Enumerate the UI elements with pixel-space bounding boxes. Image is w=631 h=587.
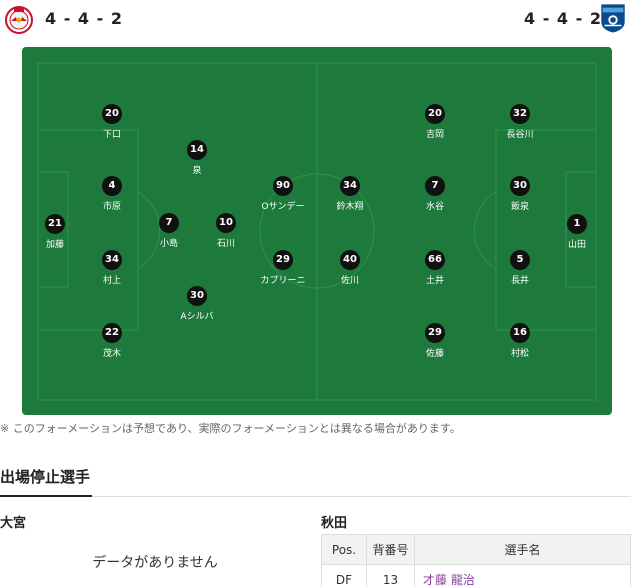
formation-pitch: 21 加藤 20 下口 4 市原 34 村上 22 茂木 14 泉 7 小島 1… bbox=[22, 47, 612, 415]
player-number: 10 bbox=[216, 213, 236, 233]
section-divider-accent bbox=[0, 495, 92, 497]
home-player[interactable]: 34 村上 bbox=[72, 250, 152, 286]
away-player[interactable]: 7 水谷 bbox=[395, 176, 475, 212]
suspension-section-title: 出場停止選手 bbox=[0, 468, 91, 486]
pitch-lines bbox=[37, 62, 597, 401]
player-name: Aシルバ bbox=[180, 312, 214, 322]
home-player[interactable]: 7 小島 bbox=[129, 213, 209, 249]
player-name: 村松 bbox=[510, 349, 529, 359]
player-number: 90 bbox=[273, 176, 293, 196]
player-number: 22 bbox=[102, 323, 122, 343]
away-team-name: 秋田 bbox=[321, 516, 348, 531]
player-number: 29 bbox=[273, 250, 293, 270]
home-player[interactable]: 4 市原 bbox=[72, 176, 152, 212]
away-player[interactable]: 16 村松 bbox=[480, 323, 560, 359]
player-name: 吉岡 bbox=[425, 130, 444, 140]
away-player[interactable]: 5 長井 bbox=[480, 250, 560, 286]
rb-omiya-crest-icon[interactable] bbox=[4, 4, 34, 34]
player-name: カプリーニ bbox=[260, 276, 306, 286]
away-player[interactable]: 20 吉岡 bbox=[395, 104, 475, 140]
home-player[interactable]: 14 泉 bbox=[157, 140, 237, 176]
blaublitz-akita-crest-icon[interactable] bbox=[598, 3, 628, 33]
player-number: 4 bbox=[102, 176, 122, 196]
player-name: 土井 bbox=[425, 276, 444, 286]
home-formation-label: 4 - 4 - 2 bbox=[45, 9, 122, 28]
formation-header: 4 - 4 - 2 4 - 4 - 2 bbox=[0, 0, 631, 40]
home-player[interactable]: 29 カプリーニ bbox=[243, 250, 323, 286]
player-number: 29 bbox=[425, 323, 445, 343]
player-name: Oサンデー bbox=[261, 202, 305, 212]
player-number: 5 bbox=[510, 250, 530, 270]
player-number: 20 bbox=[425, 104, 445, 124]
cell-number: 13 bbox=[366, 564, 415, 587]
player-name: 山田 bbox=[567, 240, 586, 250]
column-header-player-name: 選手名 bbox=[414, 534, 631, 565]
player-name: 鈴木翔 bbox=[336, 202, 364, 212]
player-number: 21 bbox=[45, 214, 65, 234]
player-number: 1 bbox=[567, 214, 587, 234]
player-number: 30 bbox=[187, 286, 207, 306]
player-name: 水谷 bbox=[425, 202, 444, 212]
player-name: 下口 bbox=[102, 130, 121, 140]
suspension-table: Pos. 背番号 選手名 DF 13 才藤 龍治 bbox=[321, 534, 631, 587]
player-number: 7 bbox=[159, 213, 179, 233]
home-player[interactable]: 21 加藤 bbox=[15, 214, 95, 250]
player-number: 66 bbox=[425, 250, 445, 270]
away-player[interactable]: 40 佐川 bbox=[310, 250, 390, 286]
formation-disclaimer: ※ このフォーメーションは予想であり、実際のフォーメーションとは異なる場合があり… bbox=[0, 422, 461, 435]
player-name: 佐藤 bbox=[425, 349, 444, 359]
player-number: 20 bbox=[102, 104, 122, 124]
player-name: 石川 bbox=[216, 239, 235, 249]
player-name: 飯泉 bbox=[510, 202, 529, 212]
player-name: 茂木 bbox=[102, 349, 121, 359]
no-data-message: データがありません bbox=[92, 555, 218, 571]
table-row: DF 13 才藤 龍治 bbox=[321, 564, 631, 587]
column-header-number: 背番号 bbox=[366, 534, 415, 565]
column-header-pos: Pos. bbox=[321, 534, 367, 565]
player-name-link[interactable]: 才藤 龍治 bbox=[414, 564, 631, 587]
away-player[interactable]: 66 土井 bbox=[395, 250, 475, 286]
player-number: 34 bbox=[102, 250, 122, 270]
player-number: 30 bbox=[510, 176, 530, 196]
home-player[interactable]: 20 下口 bbox=[72, 104, 152, 140]
away-player[interactable]: 29 佐藤 bbox=[395, 323, 475, 359]
player-name: 泉 bbox=[192, 166, 202, 176]
player-name: 村上 bbox=[102, 276, 121, 286]
player-name: 小島 bbox=[159, 239, 178, 249]
player-number: 16 bbox=[510, 323, 530, 343]
player-name: 佐川 bbox=[340, 276, 359, 286]
home-player[interactable]: 22 茂木 bbox=[72, 323, 152, 359]
home-team-name: 大宮 bbox=[0, 516, 27, 531]
cell-pos: DF bbox=[321, 564, 367, 587]
away-player[interactable]: 32 長谷川 bbox=[480, 104, 560, 140]
player-number: 40 bbox=[340, 250, 360, 270]
away-player[interactable]: 1 山田 bbox=[537, 214, 617, 250]
home-player[interactable]: 90 Oサンデー bbox=[243, 176, 323, 212]
table-header-row: Pos. 背番号 選手名 bbox=[321, 534, 631, 565]
away-player[interactable]: 34 鈴木翔 bbox=[310, 176, 390, 212]
section-divider bbox=[0, 496, 631, 497]
away-player[interactable]: 30 飯泉 bbox=[480, 176, 560, 212]
player-number: 7 bbox=[425, 176, 445, 196]
away-formation-label: 4 - 4 - 2 bbox=[524, 9, 601, 28]
player-name: 市原 bbox=[102, 202, 121, 212]
player-number: 14 bbox=[187, 140, 207, 160]
home-player[interactable]: 30 Aシルバ bbox=[157, 286, 237, 322]
player-number: 32 bbox=[510, 104, 530, 124]
player-name: 長井 bbox=[510, 276, 529, 286]
player-name: 加藤 bbox=[45, 240, 64, 250]
player-number: 34 bbox=[340, 176, 360, 196]
player-name: 長谷川 bbox=[506, 130, 534, 140]
home-player[interactable]: 10 石川 bbox=[186, 213, 266, 249]
